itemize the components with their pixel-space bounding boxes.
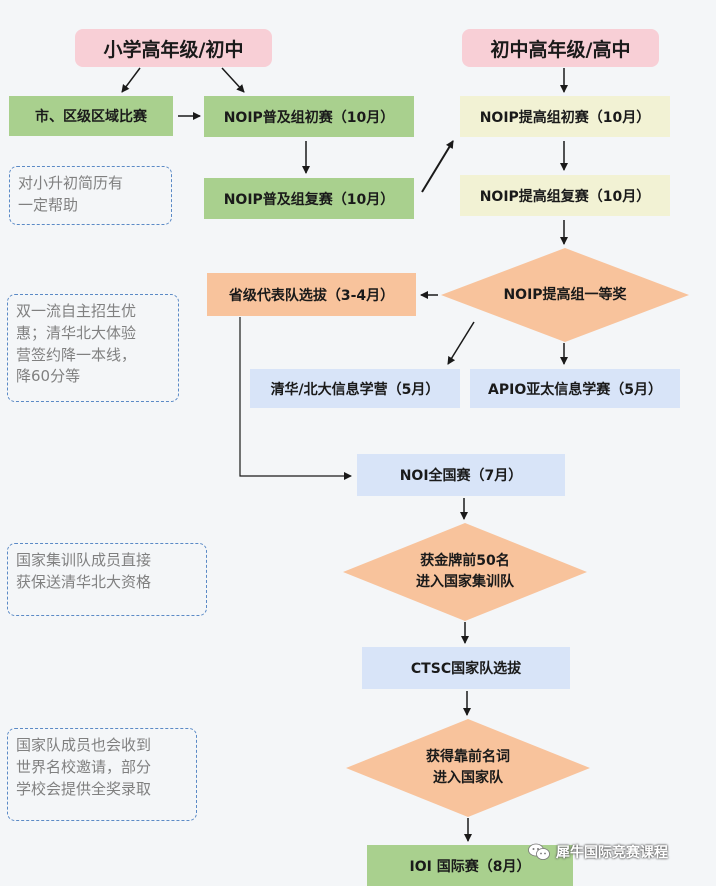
note-training-team-guaranteed-admission: 国家集训队成员直接 获保送清华北大资格 (7, 543, 207, 616)
header-junior-senior: 初中高年级/高中 (462, 29, 659, 67)
wechat-icon (528, 843, 550, 860)
gold-line-1: 获金牌前50名 (420, 553, 510, 569)
note-national-team-scholarship: 国家队成员也会收到 世界名校邀请，部分 学校会提供全奖录取 (7, 728, 197, 821)
noip-senior-first-prize-decision: NOIP提高组一等奖 (441, 248, 689, 342)
noip-senior-first-round: NOIP提高组初赛（10月） (460, 96, 670, 137)
noi-national-contest: NOI全国赛（7月） (357, 454, 565, 496)
diamond-label: 获得靠前名词 进入国家队 (346, 719, 590, 817)
gold-top50-decision: 获金牌前50名 进入国家集训队 (343, 523, 587, 621)
arrow-header-to-city (121, 67, 141, 93)
diamond-shape (441, 248, 689, 342)
watermark: 犀牛国际竞赛课程 (528, 842, 668, 862)
ctsc-national-team-selection: CTSC国家队选拔 (362, 647, 570, 689)
gold-line-2: 进入国家集训队 (416, 574, 514, 590)
city-district-contest: 市、区级区域比赛 (9, 96, 173, 136)
noip-junior-first-round: NOIP普及组初赛（10月） (204, 96, 414, 137)
noip-junior-second-round: NOIP普及组复赛（10月） (204, 178, 414, 219)
note-primary-to-junior-resume: 对小升初简历有 一定帮助 (9, 166, 172, 225)
first-prize-label: NOIP提高组一等奖 (503, 286, 627, 303)
diamond-shape (346, 719, 590, 817)
ioi-international-contest: IOI 国际赛（8月） (367, 845, 573, 886)
tsinghua-pku-info-camp: 清华/北大信息学营（5月） (250, 369, 460, 408)
diamond-label: NOIP提高组一等奖 (441, 248, 689, 342)
arrow-junior-second-to-senior-first (421, 140, 454, 193)
header-primary-junior: 小学高年级/初中 (75, 29, 272, 67)
watermark-text: 犀牛国际竞赛课程 (556, 845, 668, 861)
national-line-2: 进入国家队 (433, 770, 503, 786)
note-university-admission-benefits: 双一流自主招生优 惠；清华北大体验 营签约降一本线， 降60分等 (7, 294, 179, 402)
diamond-shape (343, 523, 587, 621)
provincial-team-selection: 省级代表队选拔（3-4月） (207, 273, 416, 316)
apio-contest: APIO亚太信息学赛（5月） (470, 369, 680, 408)
national-team-decision: 获得靠前名词 进入国家队 (346, 719, 590, 817)
diamond-label: 获金牌前50名 进入国家集训队 (343, 523, 587, 621)
arrow-header-to-junior-first (221, 67, 245, 93)
noip-senior-second-round: NOIP提高组复赛（10月） (460, 175, 670, 216)
national-line-1: 获得靠前名词 (426, 749, 510, 765)
